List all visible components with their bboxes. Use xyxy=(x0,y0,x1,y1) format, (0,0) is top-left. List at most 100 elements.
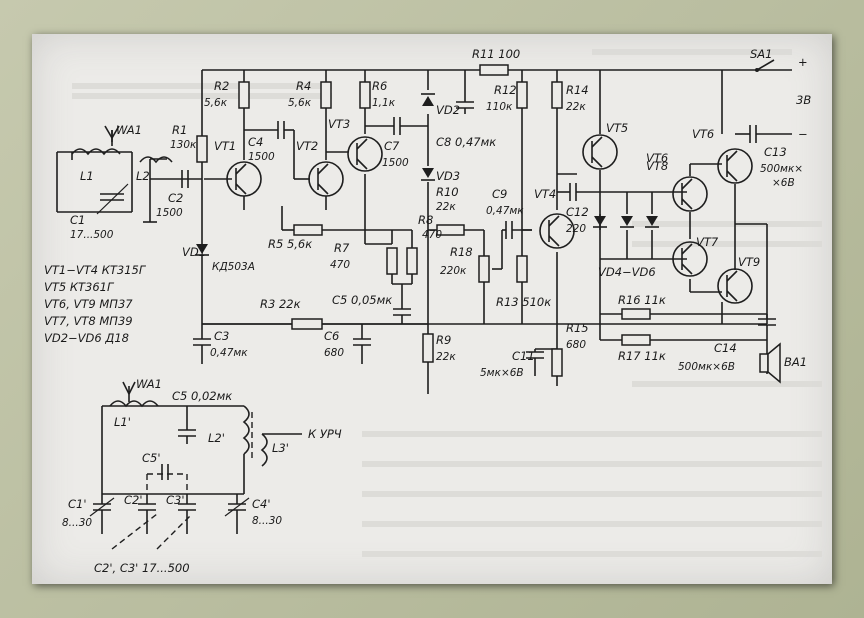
label-c4-value: 1500 xyxy=(248,151,275,163)
label-c8: C8 0,47мк xyxy=(436,135,496,149)
label-vt7: VT7 xyxy=(696,235,719,249)
label-r2-value: 5,6к xyxy=(204,97,228,109)
label-r2: R2 xyxy=(214,79,229,93)
label-c3-value: 0,47мк xyxy=(210,347,248,359)
schematic-diagram: WA1 L1 C1 17...500 L2 C2 1500 R1 130к VT… xyxy=(44,47,822,575)
label-vt1: VT1 xyxy=(214,139,236,153)
wires xyxy=(56,69,792,389)
legend-line-4: VT7, VT8 МП39 xyxy=(44,314,133,328)
label-r18-value: 220к xyxy=(440,265,467,277)
label-c6: C6 xyxy=(324,329,339,343)
label-r7-value: 470 xyxy=(330,259,350,271)
label-r10: R10 xyxy=(436,185,459,199)
switch-sa1 xyxy=(755,59,775,72)
label-vt3: VT3 xyxy=(328,117,350,131)
label-c14-value: 500мк×6В xyxy=(678,361,735,373)
label-minus: − xyxy=(798,127,808,141)
label-r1-value: 130к xyxy=(170,139,197,151)
label-c5p: C5' xyxy=(142,451,161,465)
label-c3: C3 xyxy=(214,329,229,343)
label-l1-sub: L1' xyxy=(114,415,131,429)
label-vt5: VT5 xyxy=(606,121,628,135)
label-r14-value: 22к xyxy=(566,101,586,113)
label-vd1-value: КД503А xyxy=(212,261,255,273)
label-c9-value: 0,47мк xyxy=(486,205,524,217)
sub-schematic-labels: WA1 C5 0,02мк L1' L2' L3' К УРЧ C5' C1' … xyxy=(62,377,342,575)
label-vt8: VT8 xyxy=(646,159,668,173)
label-r12-value: 110к xyxy=(486,101,513,113)
label-r7: R7 xyxy=(334,241,350,255)
label-c2p: C2' xyxy=(124,493,143,507)
label-ba1: BA1 xyxy=(784,355,807,369)
legend-line-3: VT6, VT9 МП37 xyxy=(44,297,133,311)
label-c14: C14 xyxy=(714,341,737,355)
label-c1p: C1' xyxy=(68,497,87,511)
capacitors xyxy=(96,101,776,359)
ground-icons xyxy=(143,206,558,394)
label-vt2: VT2 xyxy=(296,139,318,153)
label-voltage: 3В xyxy=(796,93,811,107)
label-c4: C4 xyxy=(248,135,263,149)
label-r10-value: 22к xyxy=(436,201,456,213)
label-wa1-sub: WA1 xyxy=(136,377,162,391)
label-vt6-top: VT6 xyxy=(692,127,714,141)
diodes xyxy=(195,93,659,256)
sub-schematic xyxy=(89,381,302,550)
label-vt9: VT9 xyxy=(738,255,760,269)
label-r1: R1 xyxy=(172,123,187,137)
label-c9: C9 xyxy=(492,187,507,201)
label-wa1: WA1 xyxy=(116,123,142,137)
speaker-icon xyxy=(759,342,781,384)
label-vd4-vd6: VD4−VD6 xyxy=(598,265,656,279)
label-r17: R17 11к xyxy=(618,349,666,363)
label-r3: R3 22к xyxy=(260,297,301,311)
label-kurch: К УРЧ xyxy=(308,427,342,441)
label-c12: C12 xyxy=(566,205,589,219)
resistors xyxy=(196,64,651,377)
schematic-paper: WA1 L1 C1 17...500 L2 C2 1500 R1 130к VT… xyxy=(32,34,832,584)
label-c4p: C4' xyxy=(252,497,271,511)
label-c2c3: C2', C3' 17...500 xyxy=(94,561,190,575)
label-c7-value: 1500 xyxy=(382,157,409,169)
label-r15-value: 680 xyxy=(566,339,586,351)
label-r18: R18 xyxy=(450,245,473,259)
label-r14: R14 xyxy=(566,83,589,97)
label-r8-value: 470 xyxy=(422,229,442,241)
label-vd2: VD2 xyxy=(436,103,460,117)
legend-line-2: VT5 КТ361Г xyxy=(44,280,115,294)
label-l1: L1 xyxy=(80,169,94,183)
label-c5-sub: C5 0,02мк xyxy=(172,389,232,403)
label-r4-value: 5,6к xyxy=(288,97,312,109)
label-c7: C7 xyxy=(384,139,400,153)
label-l2: L2 xyxy=(136,169,150,183)
label-r15: R15 xyxy=(566,321,589,335)
label-l3-sub: L3' xyxy=(272,441,289,455)
label-c4p-value: 8...30 xyxy=(252,515,282,527)
label-r4: R4 xyxy=(296,79,311,93)
label-r6-value: 1,1к xyxy=(372,97,396,109)
label-c5: C5 0,05мк xyxy=(332,293,392,307)
label-r6: R6 xyxy=(372,79,387,93)
legend-line-1: VT1−VT4 КТ315Г xyxy=(44,263,147,277)
antenna-icon xyxy=(104,125,120,142)
label-r16: R16 11к xyxy=(618,293,666,307)
label-c1: C1 xyxy=(70,213,85,227)
label-r9: R9 xyxy=(436,333,451,347)
component-labels: WA1 L1 C1 17...500 L2 C2 1500 R1 130к VT… xyxy=(70,47,811,379)
label-c11-value: 5мк×6В xyxy=(480,367,524,379)
label-r11: R11 100 xyxy=(472,47,520,61)
label-r13: R13 510к xyxy=(496,295,551,309)
label-c1-value: 17...500 xyxy=(70,229,114,241)
label-plus: + xyxy=(798,55,808,69)
label-r8: R8 xyxy=(418,213,433,227)
label-r12: R12 xyxy=(494,83,517,97)
inductors xyxy=(71,148,173,164)
label-c13-value1: 500мк× xyxy=(760,163,803,175)
label-c2-value: 1500 xyxy=(156,207,183,219)
label-vd1: VD1 xyxy=(182,245,206,259)
label-vt4: VT4 xyxy=(534,187,556,201)
label-c2: C2 xyxy=(168,191,183,205)
label-c1p-value: 8...30 xyxy=(62,517,92,529)
label-c11: C11 xyxy=(512,349,535,363)
label-vt6: VT6 xyxy=(646,151,668,165)
